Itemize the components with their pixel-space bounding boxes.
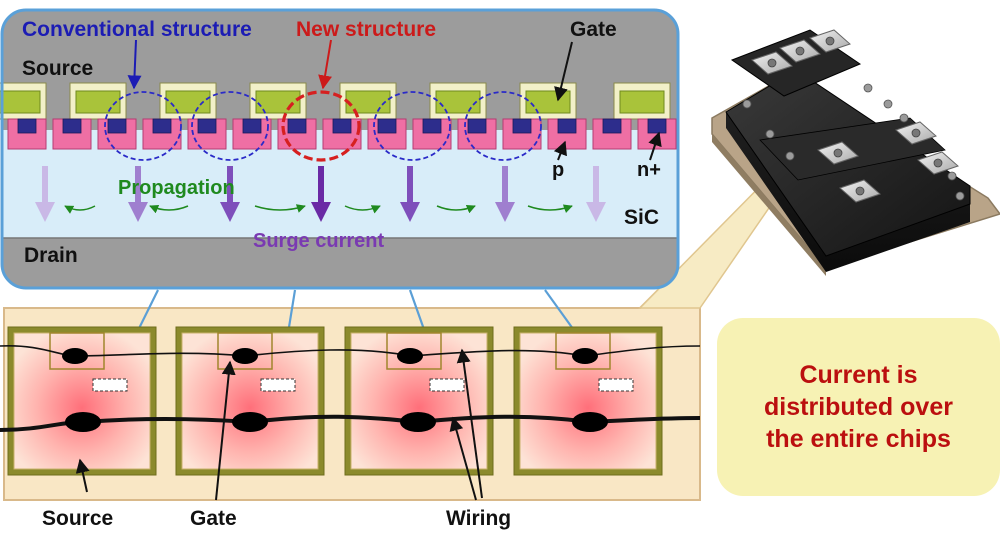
gate-electrode (345, 90, 391, 114)
wiring-label: Wiring (446, 507, 512, 530)
n-plus-region (62, 118, 82, 134)
surge-arrow-head (400, 202, 420, 222)
new-structure-pointer (318, 39, 332, 90)
chip-active-cell (92, 378, 128, 392)
sic-label: SiC (624, 206, 660, 229)
surge-arrow-shaft (502, 166, 508, 204)
chip-active-cell (260, 378, 296, 392)
n-plus-region (647, 118, 667, 134)
terminal-screw (911, 128, 921, 138)
chip-source-label: Source (42, 507, 114, 530)
n-plus-region (377, 118, 397, 134)
n-plus-region (152, 118, 172, 134)
gate-electrodes (0, 82, 671, 120)
conventional-structure-label: Conventional structure (22, 18, 252, 41)
n-plus-region (287, 118, 307, 134)
p-region-label: p (552, 159, 565, 181)
propagation-arrow (149, 204, 189, 214)
wiring-lines (0, 345, 701, 501)
chip-active-cell (598, 378, 634, 392)
gate-electrode (525, 90, 571, 114)
propagation-label: Propagation (118, 177, 235, 199)
n-plus-region (332, 118, 352, 134)
p-well-regions (7, 118, 677, 150)
terminal-screw (795, 46, 805, 56)
surge-arrow-head (311, 202, 331, 222)
surge-current-label: Surge current (253, 230, 385, 252)
nplus-pointer (648, 131, 662, 161)
n-plus-region (557, 118, 577, 134)
power-module-picture (711, 29, 1000, 276)
gate-electrode (619, 90, 665, 114)
cross-section-panel (0, 8, 680, 290)
surge-arrow-head (495, 202, 515, 222)
gate-electrode (165, 90, 211, 114)
drain-metal-layer (2, 238, 678, 288)
chip-gate-label: Gate (190, 507, 237, 530)
drain-label: Drain (24, 244, 78, 267)
nplus-region-label: n+ (637, 159, 661, 181)
n-plus-region (512, 118, 532, 134)
surge-arrow-head (128, 202, 148, 222)
surge-current-arrows (35, 166, 606, 222)
surge-arrow-head (220, 202, 240, 222)
conventional-structure-circles (104, 91, 542, 161)
new-structure-circle (281, 90, 361, 162)
callout-text: Current is distributed over the entire c… (764, 361, 953, 453)
wiring-pointer-2 (449, 416, 477, 501)
gate-pointer (554, 41, 573, 102)
surge-arrow-shaft (42, 166, 48, 204)
chip-gate-pad (386, 332, 442, 370)
n-plus-region (242, 118, 262, 134)
chip-source-pointer (75, 458, 90, 493)
propagation-arrow (436, 204, 476, 214)
n-plus-region (602, 118, 622, 134)
propagation-arrow (254, 204, 306, 213)
terminal-screw (833, 148, 843, 158)
gate-electrode (435, 90, 481, 114)
propagation-arrow (527, 204, 573, 213)
n-plus-region (467, 118, 487, 134)
n-plus-region (17, 118, 37, 134)
surge-arrow-shaft (593, 166, 599, 204)
surge-arrow-shaft (318, 166, 324, 204)
terminal-screw (767, 58, 777, 68)
chip-active-cell (429, 378, 465, 392)
source-label: Source (22, 57, 94, 80)
surge-arrow-head (35, 202, 55, 222)
terminal-screw (855, 186, 865, 196)
chip-gate-pad (217, 332, 273, 370)
current-distribution-callout: Current is distributed over the entire c… (717, 318, 1000, 496)
n-plus-region (107, 118, 127, 134)
surge-arrow-shaft (407, 166, 413, 204)
n-plus-region (197, 118, 217, 134)
chip-gate-pointer (215, 360, 236, 501)
surge-arrow-head (586, 202, 606, 222)
surge-arrow-shaft (227, 166, 233, 204)
chip-gate-pad (555, 332, 611, 370)
p-pointer (553, 140, 567, 161)
gate-electrode (0, 90, 41, 114)
new-structure-label: New structure (296, 18, 437, 41)
gate-label: Gate (570, 18, 617, 41)
wiring-pointer-1 (456, 348, 483, 499)
propagation-arrow (64, 205, 96, 214)
gate-electrode (75, 90, 121, 114)
terminal-screw (825, 36, 835, 46)
n-plus-region (422, 118, 442, 134)
propagation-arrows (64, 204, 573, 214)
surge-arrow-shaft (135, 166, 141, 204)
conventional-pointer (127, 39, 142, 90)
terminal-screw (933, 158, 943, 168)
propagation-arrow (344, 205, 381, 214)
